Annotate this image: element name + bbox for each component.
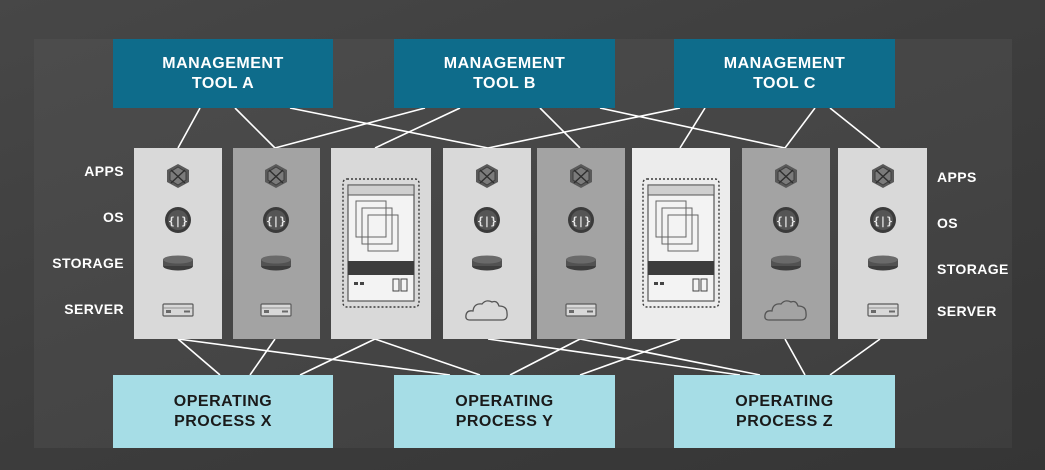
os-icon: {|} <box>567 206 595 239</box>
management-tool-c: MANAGEMENT TOOL C <box>674 39 895 108</box>
os-icon: {|} <box>869 206 897 239</box>
connector-line <box>234 107 276 149</box>
app-icon <box>773 163 799 194</box>
app-icon <box>474 163 500 194</box>
layer-label-apps: APPS <box>84 163 124 179</box>
layer-label-storage: STORAGE <box>937 261 1009 277</box>
operating-process-line2: PROCESS X <box>174 412 272 430</box>
storage-icon <box>471 255 503 276</box>
svg-text:{|}: {|} <box>776 215 796 228</box>
management-tool-line2: TOOL A <box>191 74 255 92</box>
svg-text:{|}: {|} <box>873 215 893 228</box>
management-tool-line1: MANAGEMENT <box>723 54 846 72</box>
connector-line <box>289 107 489 149</box>
connector-line <box>579 338 681 376</box>
converged-system-icon <box>641 177 721 314</box>
connector-line <box>679 107 706 149</box>
storage-icon <box>867 255 899 276</box>
server-icon <box>162 303 194 322</box>
connector-line <box>829 107 881 149</box>
storage-icon <box>565 255 597 276</box>
operating-process-x: OPERATING PROCESS X <box>113 375 333 448</box>
operating-process-line1: OPERATING <box>173 392 273 410</box>
os-icon: {|} <box>473 206 501 239</box>
connector-line <box>374 338 481 376</box>
connector-line <box>487 107 681 149</box>
layer-label-storage: STORAGE <box>52 255 124 271</box>
layer-label-os: OS <box>102 209 124 225</box>
svg-text:{|}: {|} <box>477 215 497 228</box>
connector-line <box>579 338 761 376</box>
connector-line <box>177 338 451 376</box>
app-icon <box>165 163 191 194</box>
layer-label-os: OS <box>937 215 959 231</box>
layer-label-server: SERVER <box>64 301 124 317</box>
management-tool-line1: MANAGEMENT <box>162 54 284 72</box>
connector-line <box>177 338 221 376</box>
connector-line <box>784 107 816 149</box>
management-tool-line1: MANAGEMENT <box>443 54 566 72</box>
connector-line <box>299 338 376 376</box>
app-icon <box>568 163 594 194</box>
operating-process-z: OPERATING PROCESS Z <box>674 375 895 448</box>
management-tool-a: MANAGEMENT TOOL A <box>113 39 333 108</box>
svg-text:{|}: {|} <box>571 215 591 228</box>
management-tool-line2: TOOL C <box>753 74 816 92</box>
layer-label-apps: APPS <box>937 169 977 185</box>
svg-text:{|}: {|} <box>266 215 286 228</box>
connector-line <box>829 338 881 376</box>
os-icon: {|} <box>772 206 800 239</box>
management-tool-b: MANAGEMENT TOOL B <box>394 39 615 108</box>
server-icon <box>260 303 292 322</box>
operating-process-line2: PROCESS Z <box>736 412 833 430</box>
connector-line <box>487 338 741 376</box>
management-tool-line2: TOOL B <box>473 74 536 92</box>
connector-line <box>177 107 201 149</box>
operating-process-line1: OPERATING <box>735 392 834 410</box>
converged-system-icon <box>341 177 421 314</box>
os-icon: {|} <box>262 206 290 239</box>
connector-line <box>509 338 581 376</box>
svg-text:{|}: {|} <box>168 215 188 228</box>
cloud-icon <box>763 298 809 327</box>
connector-line <box>784 338 806 376</box>
app-icon <box>870 163 896 194</box>
storage-icon <box>162 255 194 276</box>
connector-line <box>374 107 461 149</box>
server-icon <box>867 303 899 322</box>
os-icon: {|} <box>164 206 192 239</box>
operating-process-line1: OPERATING <box>455 392 554 410</box>
connector-line <box>249 338 276 376</box>
layer-label-server: SERVER <box>937 303 997 319</box>
app-icon <box>263 163 289 194</box>
operating-process-line2: PROCESS Y <box>455 412 554 430</box>
cloud-icon <box>464 298 510 327</box>
operating-process-y: OPERATING PROCESS Y <box>394 375 615 448</box>
connector-line <box>539 107 581 149</box>
connector-line <box>274 107 426 149</box>
server-icon <box>565 303 597 322</box>
storage-icon <box>770 255 802 276</box>
storage-icon <box>260 255 292 276</box>
